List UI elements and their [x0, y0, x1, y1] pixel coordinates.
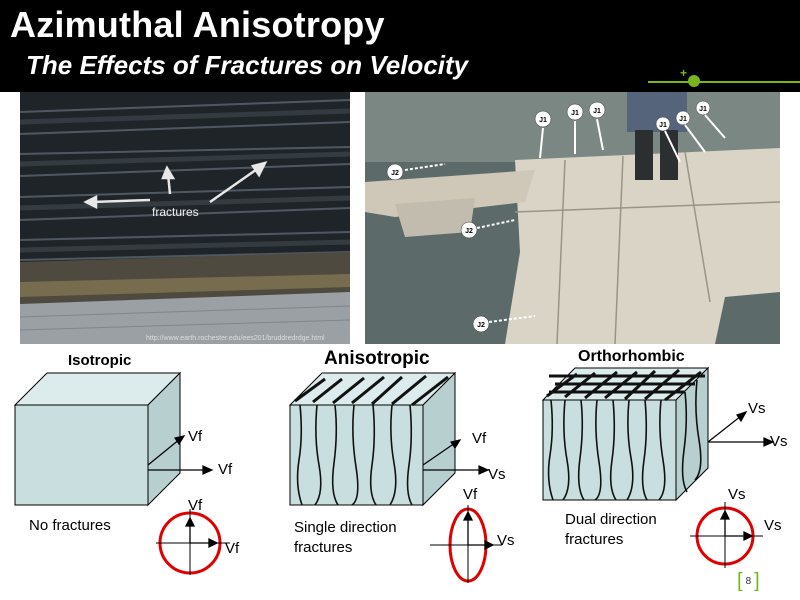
isotropic-velocity-right-label: Vf [218, 461, 233, 478]
isotropic-caption: No fractures [29, 517, 111, 534]
orthorhombic-caption-line1: Dual direction [565, 511, 657, 528]
page-number: [8] [737, 570, 760, 592]
isotropic-velocity-up-label: Vf [188, 428, 203, 445]
page-number-value: 8 [745, 576, 752, 588]
svg-text:J2: J2 [465, 228, 473, 235]
accent-plus-icon: + [680, 66, 688, 80]
svg-text:J1: J1 [593, 108, 601, 115]
photo-credit: http://www.earth.rochester.edu/ees201/br… [146, 335, 325, 342]
orthorhombic-circle-right-label: Vs [764, 517, 782, 534]
orthorhombic-title: Orthorhombic [578, 348, 685, 365]
orthorhombic-circle-up-label: Vs [728, 486, 746, 503]
svg-text:J2: J2 [477, 322, 485, 329]
isotropic-title: Isotropic [68, 352, 132, 369]
title-bar: Azimuthal Anisotropy The Effects of Frac… [0, 0, 800, 92]
orthorhombic-velocity-right-label: Vs [770, 433, 788, 450]
svg-text:J1: J1 [659, 122, 667, 129]
svg-text:J1: J1 [679, 116, 687, 123]
anisotropic-velocity-right-label: Vs [488, 466, 506, 483]
slide-subtitle: The Effects of Fractures on Velocity [26, 50, 469, 80]
anisotropic-circle-right-label: Vs [497, 532, 515, 549]
svg-text:J1: J1 [539, 117, 547, 124]
anisotropic-caption-line1: Single direction [294, 519, 397, 536]
slide-title: Azimuthal Anisotropy [10, 4, 385, 45]
orthorhombic-velocity-up-label: Vs [748, 400, 766, 417]
accent-dot [688, 75, 700, 87]
anisotropic-circle-up-label: Vf [463, 486, 478, 503]
anisotropic-caption-line2: fractures [294, 539, 353, 556]
orthorhombic-caption-line2: fractures [565, 531, 624, 548]
rock-outcrop-photo: fractures [20, 92, 350, 344]
isotropic-circle-right-label: Vf [225, 540, 240, 557]
anisotropic-diagram [288, 371, 502, 583]
svg-text:J1: J1 [571, 110, 579, 117]
isotropic-diagram [13, 371, 230, 575]
accent-line [648, 81, 800, 83]
anisotropic-title: Anisotropic [324, 348, 430, 369]
isotropic-circle-up-label: Vf [188, 497, 203, 514]
orthorhombic-diagram [541, 366, 775, 568]
anisotropic-velocity-up-label: Vf [472, 430, 487, 447]
svg-text:J2: J2 [391, 170, 399, 177]
fractures-annotation: fractures [152, 205, 199, 219]
svg-text:J1: J1 [699, 106, 707, 113]
